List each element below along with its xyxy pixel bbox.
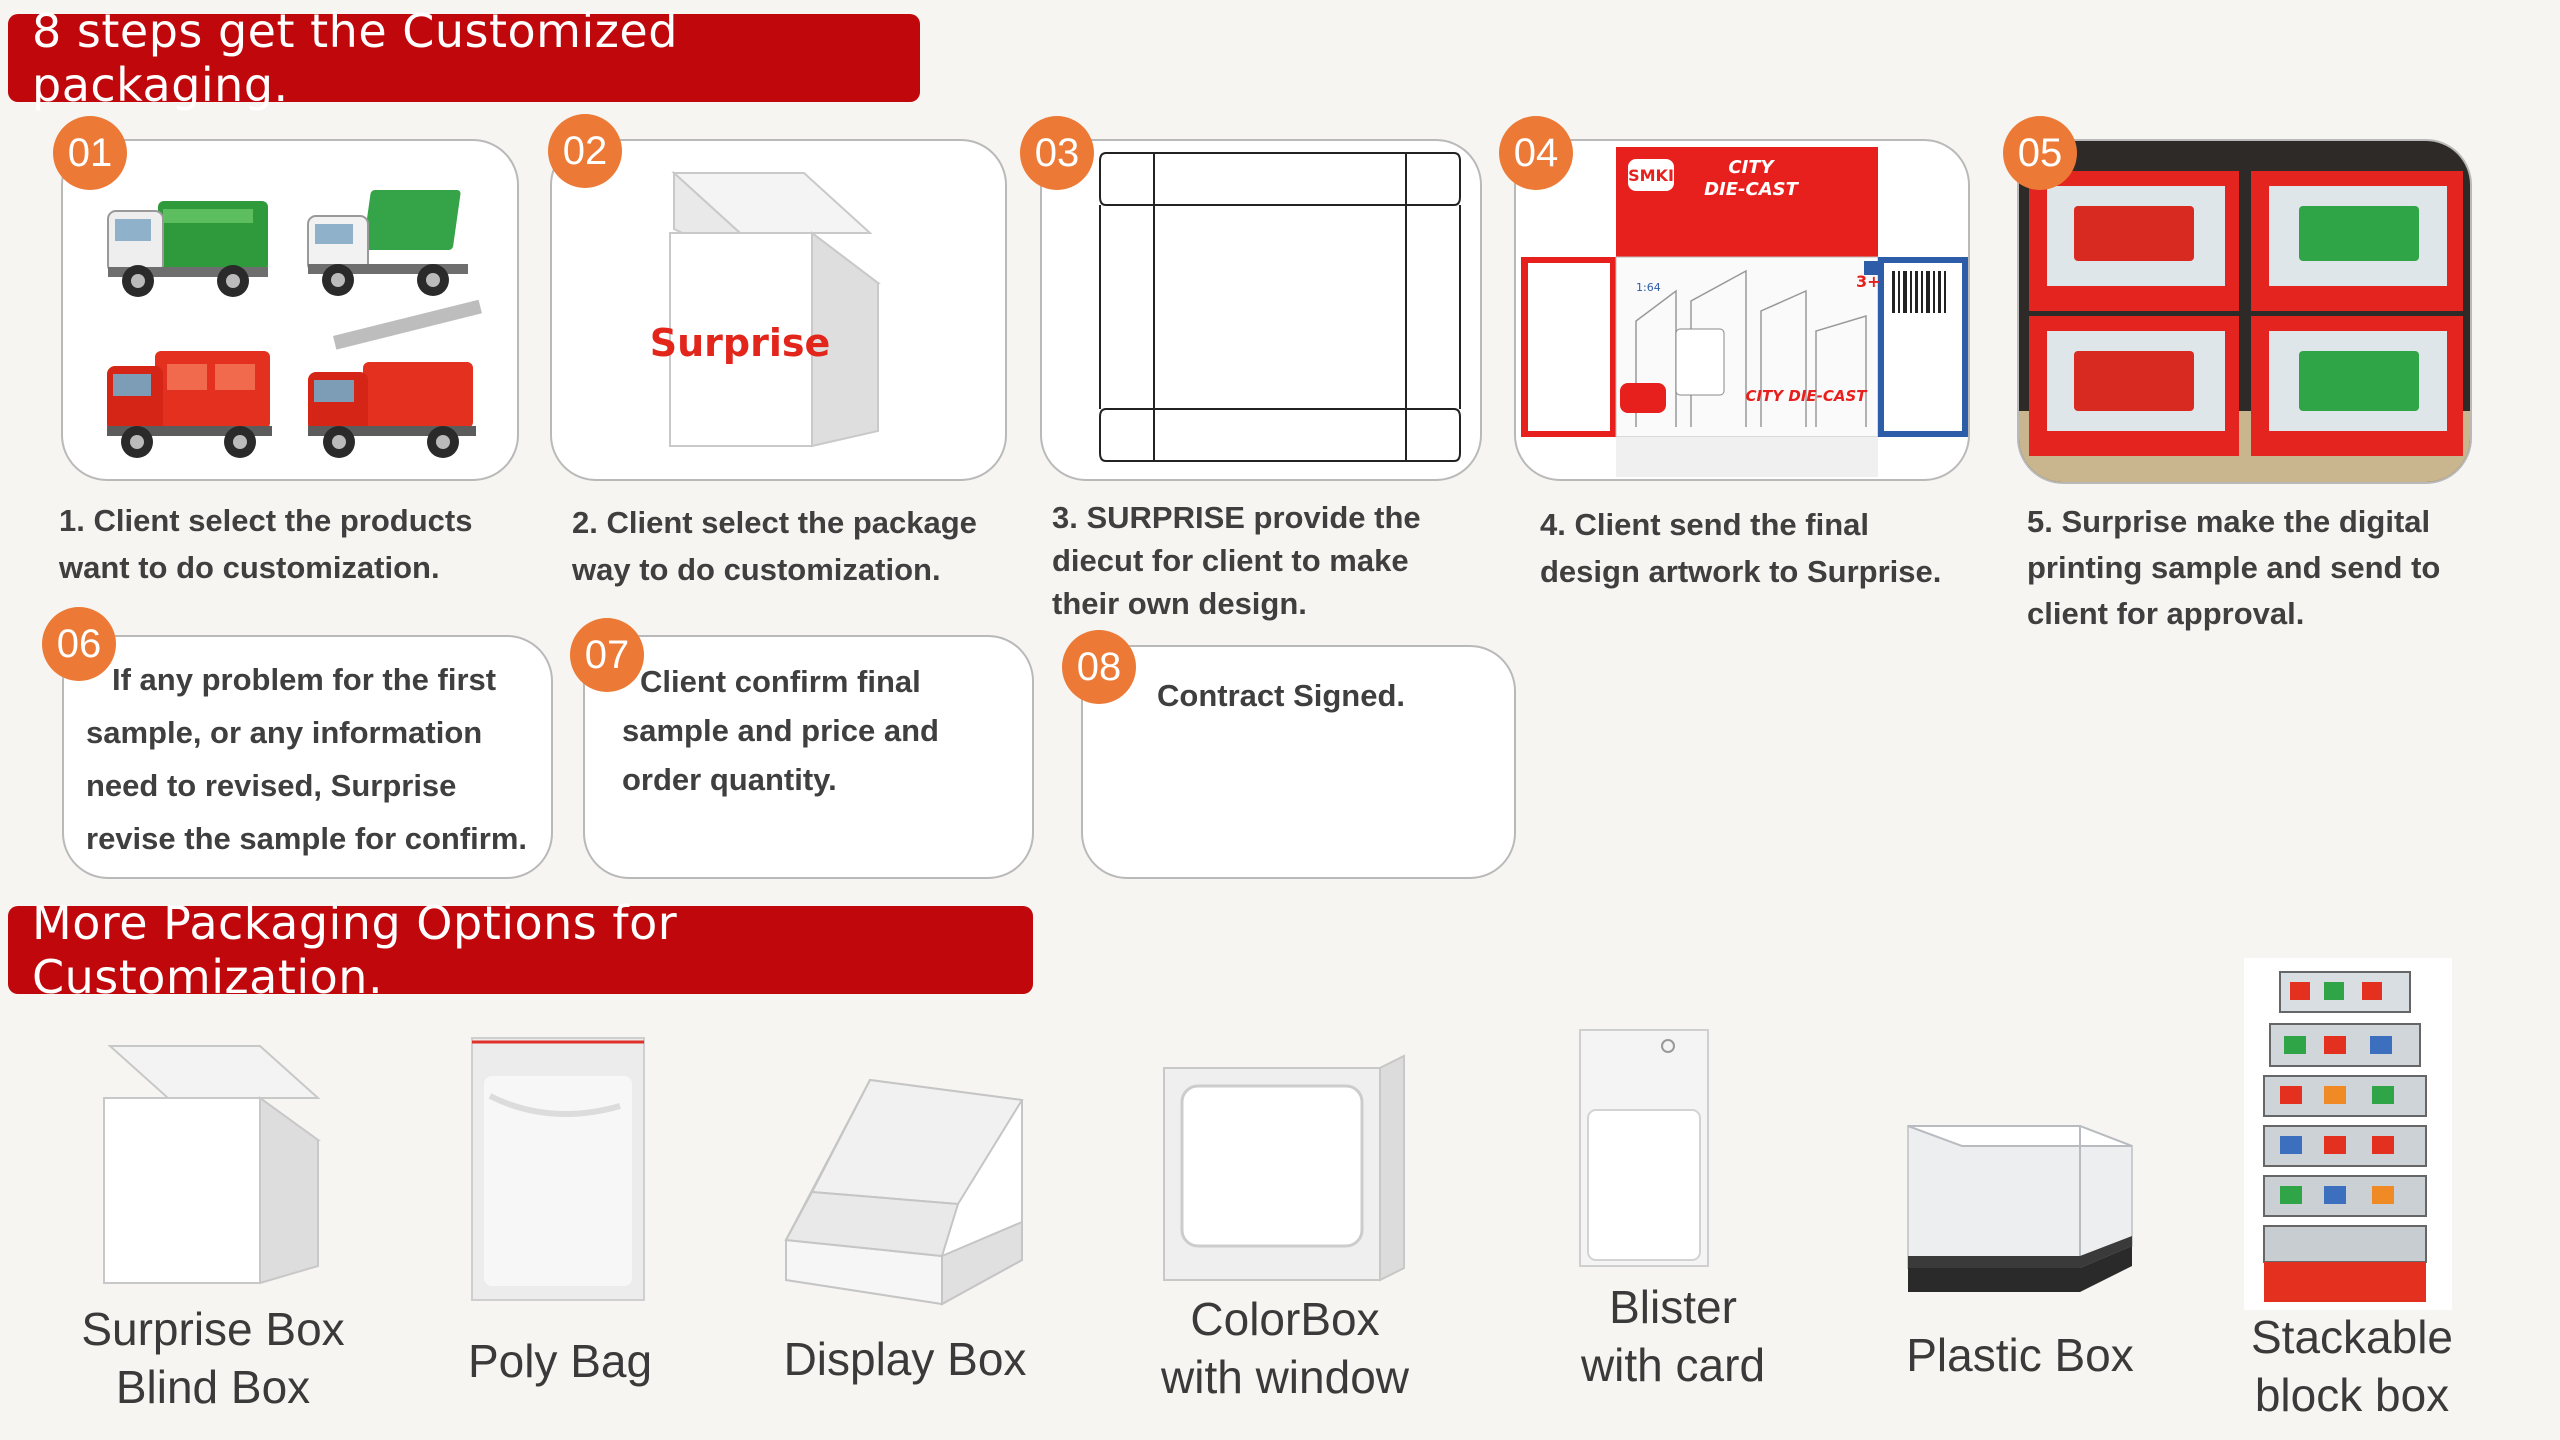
steps-title-banner: 8 steps get the Customized packaging. <box>8 4 920 112</box>
step-03-badge: 03 <box>1020 116 1094 190</box>
option-display-box-label: Display Box <box>783 1333 1027 1385</box>
step-05-card <box>2017 139 2472 484</box>
printed-sample-image <box>2019 171 2470 482</box>
blister-card-image <box>1579 1029 1709 1267</box>
display-box-image <box>784 1078 1024 1306</box>
toy-trucks-image <box>107 190 482 458</box>
step-04-badge: 04 <box>1499 116 1573 190</box>
step-03-card <box>1040 139 1482 481</box>
option-plastic-box-label: Plastic Box <box>1906 1329 2134 1381</box>
step-04-card: SMKI CITY DIE-CAST CITY DIE-CAST 1:64 3+ <box>1514 139 1970 481</box>
surprise-logo: Surprise <box>650 321 831 365</box>
option-colorbox-label: ColorBox with window <box>1161 1293 1409 1403</box>
surprise-box-image <box>103 1045 322 1285</box>
step-02-badge: 02 <box>548 114 622 188</box>
artwork-brand: SMKI <box>1628 166 1674 185</box>
step-07-badge: 07 <box>570 618 644 692</box>
step-04-caption: 4. Client send the final design artwork … <box>1540 507 1942 589</box>
option-blister-label: Blister with card <box>1580 1281 1766 1391</box>
step-05-badge: 05 <box>2003 116 2077 190</box>
options-title-banner: More Packaging Options for Customization… <box>8 896 1033 1004</box>
option-poly-bag-label: Poly Bag <box>467 1335 653 1387</box>
step-08-badge: 08 <box>1062 630 1136 704</box>
poly-bag-image <box>471 1037 645 1301</box>
diecut-image <box>1099 152 1461 462</box>
step-02-caption: 2. Client select the package way to do c… <box>572 505 977 587</box>
white-box-image: Surprise <box>650 170 881 448</box>
step-01-caption: 1. Client select the products want to do… <box>59 503 473 585</box>
step-07-card: Client confirm final sample and price an… <box>583 635 1034 879</box>
plastic-box-image <box>1907 1125 2133 1292</box>
artwork-title-2: DIE-CAST <box>1704 179 1800 200</box>
step-06-badge: 06 <box>42 607 116 681</box>
stackable-box-image <box>2244 958 2452 1310</box>
artwork-scale: 1:64 <box>1636 281 1661 294</box>
design-artwork-image: SMKI CITY DIE-CAST CITY DIE-CAST 1:64 3+ <box>1521 147 1968 477</box>
step-01-badge: 01 <box>53 116 127 190</box>
step-06-card: If any problem for the first sample, or … <box>62 635 553 879</box>
artwork-title-1: CITY <box>1728 157 1775 178</box>
option-surprise-box-label: Surprise Box Blind Box <box>81 1303 345 1413</box>
step-01-card <box>61 139 519 481</box>
step-08-card: Contract Signed. <box>1081 645 1516 879</box>
artwork-banner: CITY DIE-CAST <box>1745 387 1868 405</box>
colorbox-window-image <box>1163 1054 1405 1282</box>
steps-title: 8 steps get the Customized packaging. <box>32 4 678 112</box>
artwork-age: 3+ <box>1856 272 1881 291</box>
step-05-caption: 5. Surprise make the digital printing sa… <box>2027 504 2441 631</box>
options-title: More Packaging Options for Customization… <box>32 896 678 1004</box>
step-03-caption: 3. SURPRISE provide the diecut for clien… <box>1052 500 1421 621</box>
step-02-card: Surprise <box>550 139 1007 481</box>
option-stackable-label: Stackable block box <box>2250 1311 2453 1421</box>
